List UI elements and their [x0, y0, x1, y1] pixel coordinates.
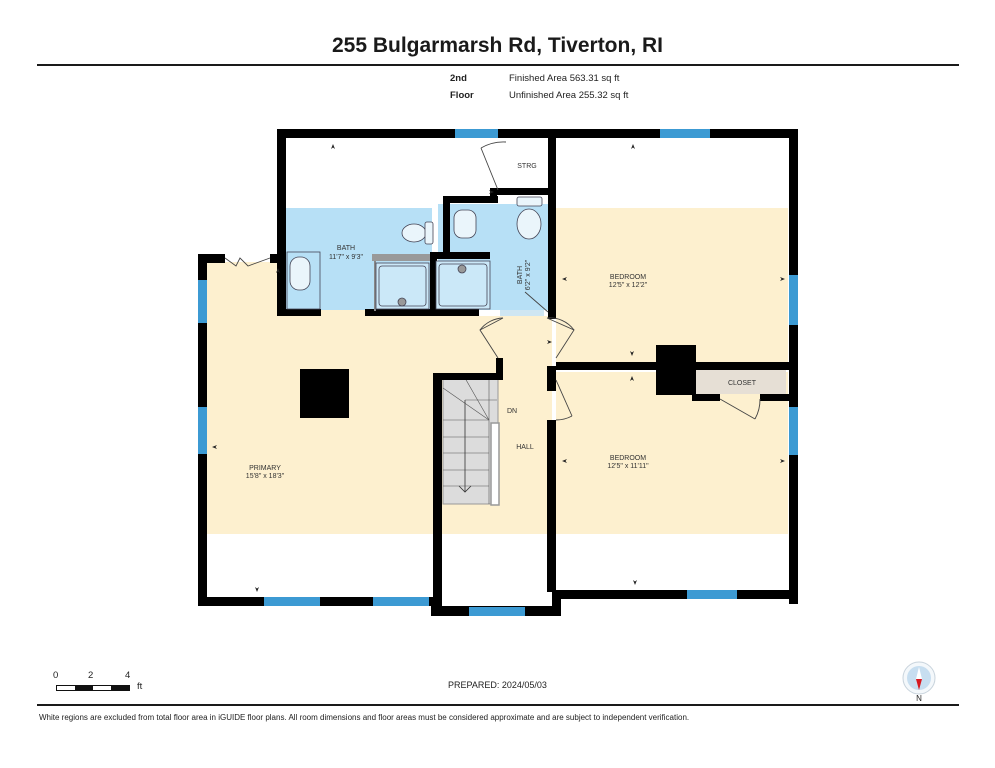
footer-divider [37, 704, 959, 706]
windows [198, 129, 798, 616]
finished-area: Finished Area 563.31 sq ft [509, 73, 620, 84]
room-labels: BATH 11'7" x 9'3" STRG BATH 6'2" x 9'2" … [246, 163, 757, 480]
window [660, 129, 710, 138]
scale-ruler [56, 685, 130, 691]
door-closet [719, 398, 756, 420]
bifold-door [224, 257, 271, 267]
doorway [500, 310, 544, 316]
door-bath-small [524, 291, 549, 313]
compass-north-label: N [916, 694, 922, 703]
scale-tick: 0 [53, 670, 59, 681]
closet-floor [696, 370, 786, 394]
room-name: BEDROOM [610, 274, 646, 281]
sink-icon [289, 256, 311, 291]
doors [224, 141, 761, 421]
window [373, 597, 429, 606]
room-dims: 6'2" x 9'2" [525, 259, 532, 290]
window [469, 607, 525, 616]
sink-icon [453, 209, 477, 239]
scale-tick: 4 [125, 670, 131, 681]
compass-icon [902, 661, 936, 695]
fixtures [286, 196, 543, 310]
room-name: BATH [337, 245, 355, 252]
window [455, 129, 498, 138]
toilet-icon [401, 223, 427, 243]
unfinished-area: Unfinished Area 255.32 sq ft [509, 90, 629, 101]
room-name: BATH [517, 266, 524, 284]
bedroom-2-floor [556, 372, 788, 534]
bedroom-1-floor [556, 208, 788, 362]
page-title: 255 Bulgarmarsh Rd, Tiverton, RI [331, 34, 664, 57]
floor-name: 2nd Floor [450, 73, 474, 101]
room-name: PRIMARY [249, 465, 281, 472]
stairs-direction: DN [507, 408, 517, 415]
compass: N [902, 661, 936, 707]
window [264, 597, 320, 606]
scale-tick: 2 [88, 670, 94, 681]
room-name: BEDROOM [610, 455, 646, 462]
toilet-icon [516, 208, 542, 240]
window [789, 407, 798, 455]
window [198, 407, 207, 454]
disclaimer: White regions are excluded from total fl… [39, 713, 690, 722]
room-name: CLOSET [728, 380, 757, 387]
door-hall-bedroom-2 [555, 379, 573, 417]
chimney-block [300, 369, 349, 418]
window [687, 590, 737, 599]
prepared-date: PREPARED: 2024/05/03 [448, 680, 547, 690]
room-dims: 12'5" x 12'2" [609, 282, 648, 289]
window [198, 280, 207, 323]
staircase [442, 377, 500, 506]
storage-floor [508, 140, 548, 190]
room-dims: 11'7" x 9'3" [329, 254, 363, 261]
window [789, 275, 798, 325]
header-divider [37, 64, 959, 66]
room-name: HALL [516, 444, 534, 451]
room-name: STRG [517, 163, 536, 170]
room-dims: 12'5" x 11'11" [607, 463, 649, 470]
door-storage [480, 147, 499, 191]
room-dims: 15'8" x 18'3" [246, 473, 285, 480]
dimension-markers [212, 144, 785, 592]
scale-unit: ft [137, 681, 143, 692]
